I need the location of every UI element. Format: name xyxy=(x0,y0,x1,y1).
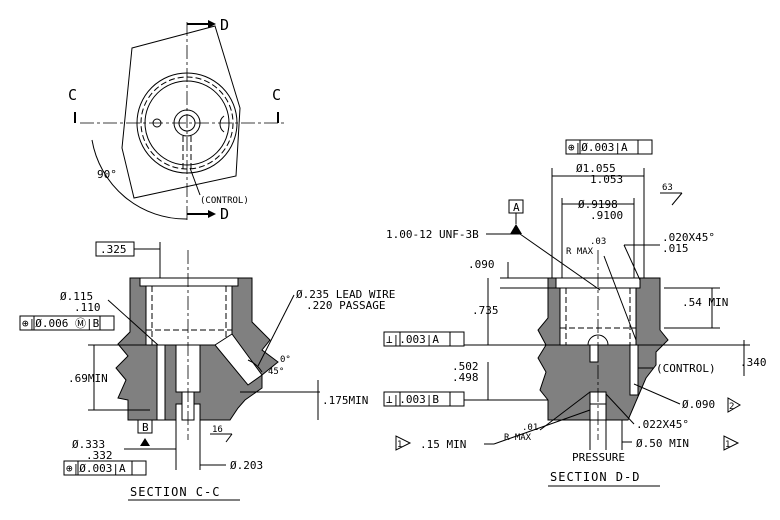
r-max-1: R MAX xyxy=(566,247,594,257)
dim-498: .498 xyxy=(452,371,479,384)
dim-69min: .69MIN xyxy=(68,372,108,385)
dim-502: .502 xyxy=(452,360,479,373)
top-view-body-outline xyxy=(121,25,241,199)
note-1-right-flag xyxy=(723,435,740,451)
cut-label-d-bottom: D xyxy=(220,205,229,223)
fcf-top-text: ⊕|Ø.003|A xyxy=(568,141,628,154)
angle-0: 0° xyxy=(280,355,291,365)
dim-735: .735 xyxy=(472,304,499,317)
control-leader xyxy=(189,167,201,196)
note-2: 2 xyxy=(729,402,734,412)
r-01-leader xyxy=(539,391,591,431)
datum-a: A xyxy=(513,201,520,214)
fcf-bottom-cc xyxy=(63,460,147,476)
dd-pressure-dome xyxy=(587,334,609,346)
finish-16: 16 xyxy=(212,425,223,435)
section-cc: .325 Ø.115 .110 ⊕|Ø.006 Ⓜ|B Ø.235 LEAD W… xyxy=(19,241,395,501)
r-01: .01 xyxy=(522,423,538,433)
cut-label-d-top: D xyxy=(220,16,229,34)
dia-090: Ø.090 xyxy=(682,398,715,411)
fcf-perp-1 xyxy=(383,331,465,347)
control-dd: (CONTROL) xyxy=(656,362,716,375)
section-cc-title: SECTION C-C xyxy=(130,485,220,499)
chamfer-015: .015 xyxy=(662,242,689,255)
dim-175min: .175MIN xyxy=(322,394,368,407)
dim-15-leader xyxy=(493,409,591,445)
pressure-label: PRESSURE xyxy=(572,451,625,464)
thread-leader xyxy=(519,233,601,291)
lead-wire-passage xyxy=(214,333,263,386)
fcf-perp-2-text: ⊥|.003|B xyxy=(386,393,439,406)
datum-b-box xyxy=(137,419,153,434)
dim-340: .340 xyxy=(740,356,767,369)
dd-control-hole xyxy=(629,344,639,396)
dia-115-leader xyxy=(107,299,159,346)
fcf-position-cc xyxy=(19,315,115,331)
cut-d-top-arrow xyxy=(208,20,216,28)
note-2-flag xyxy=(727,397,741,413)
datum-b: B xyxy=(142,421,149,434)
finish-16-tick xyxy=(225,433,233,443)
section-cc-bore xyxy=(145,285,233,346)
note-1-left: 1 xyxy=(397,440,402,450)
lead-wire-2: .220 PASSAGE xyxy=(306,299,385,312)
dia-9100: .9100 xyxy=(590,209,623,222)
chamfer-020: .020X45° xyxy=(662,231,715,244)
chamfer-022: .022X45° xyxy=(636,418,689,431)
lead-wire-1: Ø.235 LEAD WIRE xyxy=(296,288,395,301)
section-dd-title: SECTION D-D xyxy=(550,470,640,484)
angle-90: 90° xyxy=(97,168,117,181)
fcf-perp-1-text: ⊥|.003|A xyxy=(386,333,439,346)
thread-spec: 1.00-12 UNF-3B xyxy=(386,228,479,241)
angle-45-arc xyxy=(247,359,263,373)
note-1-left-flag xyxy=(395,435,412,451)
datum-a-triangle xyxy=(510,224,522,234)
cut-d-bottom-arrow xyxy=(208,210,216,218)
dia-110: .110 xyxy=(74,301,101,314)
dia-1055: Ø1.055 xyxy=(576,162,616,175)
fcf-perp-2 xyxy=(383,391,465,407)
dim-54min: .54 MIN xyxy=(682,296,728,309)
cc-small-hole xyxy=(156,344,166,421)
dim-090: .090 xyxy=(468,258,495,271)
dia-203: Ø.203 xyxy=(230,459,263,472)
r-03: .03 xyxy=(590,237,606,247)
note-1-right: 1 xyxy=(725,440,730,450)
datum-b-triangle xyxy=(140,438,150,446)
lead-wire-leader xyxy=(257,294,295,367)
r-03-leader xyxy=(603,255,637,341)
fcf-bottom-text: ⊕|Ø.003|A xyxy=(66,462,126,475)
r-max-2: R MAX xyxy=(504,433,532,443)
finish-63: 63 xyxy=(662,183,673,193)
dia-333: Ø.333 xyxy=(72,438,105,451)
chamfer-leader xyxy=(623,244,641,281)
dia-1053: 1.053 xyxy=(590,173,623,186)
section-dd: ⊕|Ø.003|A Ø1.055 1.053 63 A Ø.9198 .9100… xyxy=(383,139,767,487)
dia-090-leader xyxy=(633,383,681,405)
cut-label-c-left: C xyxy=(68,86,77,104)
dim-15min: .15 MIN xyxy=(420,438,466,451)
pressure-port-arc xyxy=(219,115,225,133)
fcf-top-dd xyxy=(565,139,653,155)
angle-45: 45° xyxy=(268,367,284,377)
top-view: C C D D 90° (CONTROL) xyxy=(68,16,284,223)
chamfer-022-leader xyxy=(605,393,635,425)
fcf-position-text: ⊕|Ø.006 Ⓜ|B xyxy=(22,317,100,330)
section-cc-counterbore xyxy=(139,277,239,287)
control-note: (CONTROL) xyxy=(200,196,249,206)
dia-332: .332 xyxy=(86,449,113,462)
cut-label-c-right: C xyxy=(272,86,281,104)
angle-arc xyxy=(91,139,188,220)
dia-50min: Ø.50 MIN xyxy=(636,437,689,450)
finish-63-tick xyxy=(671,192,683,206)
dim-325: .325 xyxy=(100,243,127,256)
dia-115: Ø.115 xyxy=(60,290,93,303)
